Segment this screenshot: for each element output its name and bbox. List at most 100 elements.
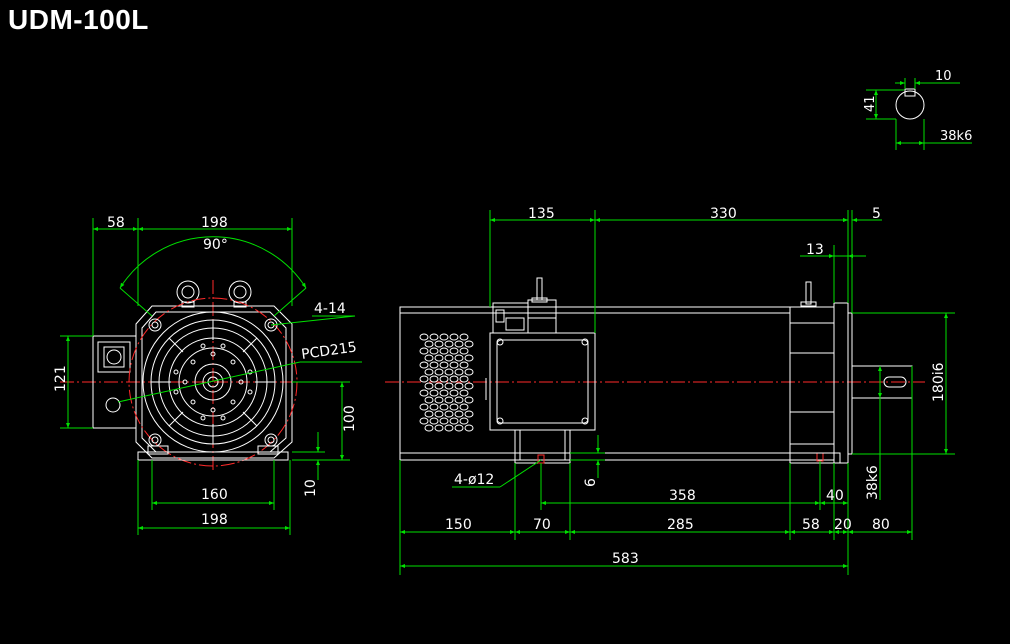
vent-slot — [459, 375, 469, 383]
vent-slot — [464, 424, 474, 432]
vent-slot — [434, 410, 444, 418]
vent-slot — [419, 361, 429, 369]
vent-slot — [439, 389, 449, 397]
vent-slot — [459, 333, 469, 341]
vent-slot — [459, 361, 469, 369]
vent-slot — [444, 410, 454, 418]
vent-slot — [449, 361, 459, 369]
vent-slot — [459, 417, 469, 425]
vent-slot — [419, 375, 429, 383]
side-view-dimensions — [399, 210, 955, 575]
dim-121: 121 — [53, 365, 69, 392]
dim-58-top: 58 — [107, 215, 125, 231]
dim-135: 135 — [528, 206, 555, 222]
vent-slot — [419, 417, 429, 425]
vent-slot — [429, 389, 439, 397]
dim-358: 358 — [669, 488, 696, 504]
dim-70: 70 — [533, 517, 551, 533]
vent-slot — [449, 333, 459, 341]
shaft-key-detail — [866, 78, 972, 150]
dim-20: 20 — [834, 517, 852, 533]
vent-slot — [449, 403, 459, 411]
vent-slot — [449, 375, 459, 383]
vent-slot — [424, 424, 434, 432]
vent-slot — [454, 340, 464, 348]
dim-shaft-dia: 38k6 — [940, 129, 972, 144]
dim-583: 583 — [612, 551, 639, 567]
vent-slot — [459, 347, 469, 355]
vent-slot — [434, 396, 444, 404]
vent-slot — [444, 340, 454, 348]
vent-slot — [454, 396, 464, 404]
vent-slot — [454, 382, 464, 390]
vent-slot — [429, 417, 439, 425]
dim-38: 38k6 — [865, 465, 881, 500]
vent-slot — [429, 347, 439, 355]
vent-slot — [434, 368, 444, 376]
dim-80: 80 — [872, 517, 890, 533]
dim-100: 100 — [342, 405, 358, 432]
dim-key-width: 10 — [935, 69, 952, 84]
dim-foot-holes: 4-ø12 — [454, 472, 494, 488]
dim-13: 13 — [806, 242, 824, 258]
vent-slot — [449, 417, 459, 425]
front-view — [60, 280, 345, 470]
dim-160: 160 — [201, 487, 228, 503]
vent-slot — [459, 389, 469, 397]
vent-slot — [434, 382, 444, 390]
vent-slot — [424, 340, 434, 348]
dim-10: 10 — [303, 479, 319, 497]
vent-slot — [439, 333, 449, 341]
dim-angle-90: 90° — [203, 237, 228, 253]
vent-slot — [444, 368, 454, 376]
vent-slot — [434, 340, 444, 348]
vent-slot — [464, 396, 474, 404]
dim-330: 330 — [710, 206, 737, 222]
dim-5: 5 — [872, 206, 881, 222]
vent-slot — [434, 424, 444, 432]
vent-slot — [419, 333, 429, 341]
vent-slot — [429, 333, 439, 341]
vent-slot — [429, 403, 439, 411]
dim-6: 6 — [583, 478, 599, 487]
vent-slot — [434, 354, 444, 362]
vent-slot — [454, 354, 464, 362]
vent-slot — [439, 403, 449, 411]
dim-180: 180i6 — [931, 362, 947, 402]
dim-40: 40 — [826, 488, 844, 504]
vent-slot — [464, 354, 474, 362]
vent-slot — [454, 424, 464, 432]
vent-slot — [444, 382, 454, 390]
dim-150: 150 — [445, 517, 472, 533]
dim-198-bottom: 198 — [201, 512, 228, 528]
vent-slot — [424, 354, 434, 362]
vent-slot — [444, 424, 454, 432]
drawing-title: UDM-100L — [8, 4, 149, 35]
dim-58-side: 58 — [802, 517, 820, 533]
side-view — [385, 277, 925, 464]
vent-slot — [464, 382, 474, 390]
vent-grid — [419, 333, 474, 432]
vent-slot — [424, 368, 434, 376]
dim-holes-4-14: 4-14 — [314, 301, 346, 317]
vent-slot — [454, 410, 464, 418]
vent-slot — [464, 340, 474, 348]
vent-slot — [439, 417, 449, 425]
vent-slot — [439, 375, 449, 383]
vent-slot — [464, 410, 474, 418]
vent-slot — [444, 396, 454, 404]
vent-slot — [419, 403, 429, 411]
vent-slot — [424, 396, 434, 404]
dim-198-top: 198 — [201, 215, 228, 231]
dim-285: 285 — [667, 517, 694, 533]
dim-key-depth: 41 — [863, 95, 878, 112]
vent-slot — [444, 354, 454, 362]
vent-slot — [439, 361, 449, 369]
vent-slot — [429, 375, 439, 383]
vent-slot — [459, 403, 469, 411]
vent-slot — [429, 361, 439, 369]
vent-slot — [419, 389, 429, 397]
front-view-dimensions — [60, 218, 362, 535]
vent-slot — [449, 389, 459, 397]
